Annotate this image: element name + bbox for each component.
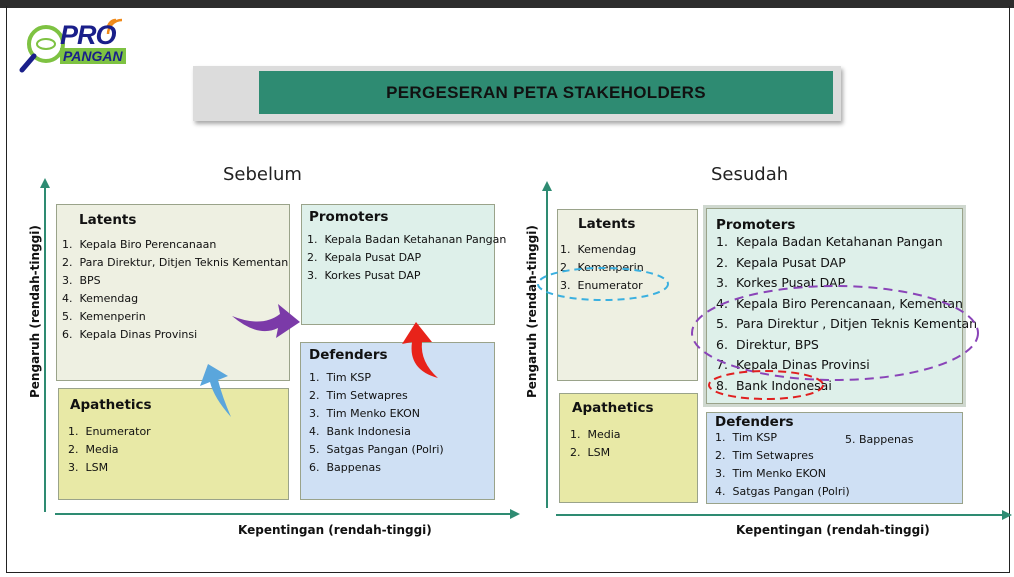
list-item: 2. Kepala Pusat DAP <box>307 251 422 264</box>
blue-arrow-icon <box>200 364 231 417</box>
list-item: 1. Kepala Badan Ketahanan Pangan <box>716 234 943 249</box>
before-promoters-box: Promoters 1. Kepala Badan Ketahanan Pang… <box>301 204 507 325</box>
before-defenders-title: Defenders <box>309 347 388 363</box>
list-item: 5. Para Direktur , Ditjen Teknis Kementa… <box>716 316 978 331</box>
list-item: 5. Kemenperin <box>62 310 146 323</box>
before-latents-list: 1. Kepala Biro Perencanaan 2. Para Direk… <box>62 236 289 344</box>
list-item: 4. Kepala Biro Perencanaan, Kementan <box>716 295 963 311</box>
list-item: 8. Bank Indonesai <box>716 377 832 393</box>
after-apathetics-title: Apathetics <box>572 400 654 416</box>
page-title: PERGESERAN PETA STAKEHOLDERS <box>259 71 833 114</box>
after-heading: Sesudah <box>711 164 789 185</box>
before-apathetics-title: Apathetics <box>70 397 152 413</box>
list-item: 1. Enumerator <box>68 425 151 438</box>
list-item: 3. Tim Menko EKON <box>715 467 827 480</box>
list-item: 3. BPS <box>62 274 101 287</box>
slide-frame <box>6 6 1010 573</box>
red-arrow-icon <box>402 322 438 378</box>
list-item: 3. Tim Menko EKON <box>309 407 421 420</box>
after-promoters-box: Promoters 1. Kepala Badan Ketahanan Pang… <box>706 208 978 404</box>
list-item: 3. Korkes Pusat DAP <box>307 269 421 282</box>
before-promoters-list: 1. Kepala Badan Ketahanan Pangan 2. Kepa… <box>307 231 507 285</box>
before-x-axis-label: Kepentingan (rendah-tinggi) <box>238 523 432 537</box>
list-item: 2. Para Direktur, Ditjen Teknis Kementan <box>62 256 289 269</box>
signal-icon <box>106 18 123 35</box>
after-apathetics-list: 1. Media 2. LSM <box>570 426 697 462</box>
logo-pangan-text: PANGAN <box>60 48 126 64</box>
list-item: 2. Media <box>68 443 119 456</box>
before-promoters-title: Promoters <box>309 209 389 225</box>
logo-pro-text: PRO <box>60 20 117 50</box>
after-defenders-title: Defenders <box>715 414 794 430</box>
list-item: 2. LSM <box>570 446 611 459</box>
top-border <box>0 0 1014 8</box>
list-item: 3. Enumerator <box>560 279 643 292</box>
purple-dashed-ellipse <box>691 285 979 381</box>
before-apathetics-list: 1. Enumerator 2. Media 3. LSM <box>68 423 288 477</box>
list-item: 1. Tim KSP <box>309 371 371 384</box>
after-latents-box: Latents 1. Kemendag 2. Kemenperin 3. Enu… <box>557 209 698 381</box>
after-latents-title: Latents <box>578 216 636 232</box>
list-item: 3. LSM <box>68 461 109 474</box>
magnifier-icon <box>19 25 65 73</box>
after-x-axis-label: Kepentingan (rendah-tinggi) <box>736 523 930 537</box>
blue-dashed-ellipse <box>537 267 669 301</box>
after-defenders-box: Defenders 1. Tim KSP 2. Tim Setwapres 3.… <box>706 412 963 504</box>
purple-arrow-icon <box>232 304 300 338</box>
list-item: 4. Bank Indonesia <box>309 425 411 438</box>
list-item: 6. Kepala Dinas Provinsi <box>62 328 198 341</box>
list-item: 2. Tim Setwapres <box>715 449 814 462</box>
list-item: 6. Bappenas <box>309 461 381 474</box>
after-defenders-list: 1. Tim KSP 2. Tim Setwapres 3. Tim Menko… <box>715 429 962 501</box>
list-item: 4. Satgas Pangan (Polri) <box>715 485 850 498</box>
red-dashed-ellipse <box>708 370 824 400</box>
list-item: 2. Tim Setwapres <box>309 389 408 402</box>
after-defenders-extra: 5. Bappenas <box>845 433 914 446</box>
list-item: 6. Direktur, BPS <box>716 336 819 352</box>
list-item: 4. Kemendag <box>62 292 139 305</box>
list-item: 1. Kepala Biro Perencanaan <box>62 238 217 251</box>
before-heading: Sebelum <box>223 164 302 185</box>
after-promoters-title: Promoters <box>716 217 796 233</box>
list-item: 2. Kepala Pusat DAP <box>716 254 846 270</box>
before-defenders-box: Defenders 1. Tim KSP 2. Tim Setwapres 3.… <box>300 342 495 500</box>
after-apathetics-box: Apathetics 1. Media 2. LSM <box>559 393 698 503</box>
after-promoters-list: 1. Kepala Badan Ketahanan Pangan 2. Kepa… <box>716 232 978 396</box>
before-defenders-list: 1. Tim KSP 2. Tim Setwapres 3. Tim Menko… <box>309 369 494 477</box>
before-latents-title: Latents <box>79 212 137 228</box>
list-item: 1. Media <box>570 428 621 441</box>
list-item: 7. Kepala Dinas Provinsi <box>716 357 870 372</box>
list-item: 1. Tim KSP <box>715 431 777 444</box>
list-item: 5. Satgas Pangan (Polri) <box>309 443 444 456</box>
list-item: 3. Korkes Pusat DAP <box>716 275 846 290</box>
list-item: 1. Kemendag <box>560 243 637 256</box>
before-latents-box: Latents 1. Kepala Biro Perencanaan 2. Pa… <box>56 204 290 381</box>
before-apathetics-box: Apathetics 1. Enumerator 2. Media 3. LSM <box>58 388 289 500</box>
list-item: 1. Kepala Badan Ketahanan Pangan <box>307 233 507 246</box>
